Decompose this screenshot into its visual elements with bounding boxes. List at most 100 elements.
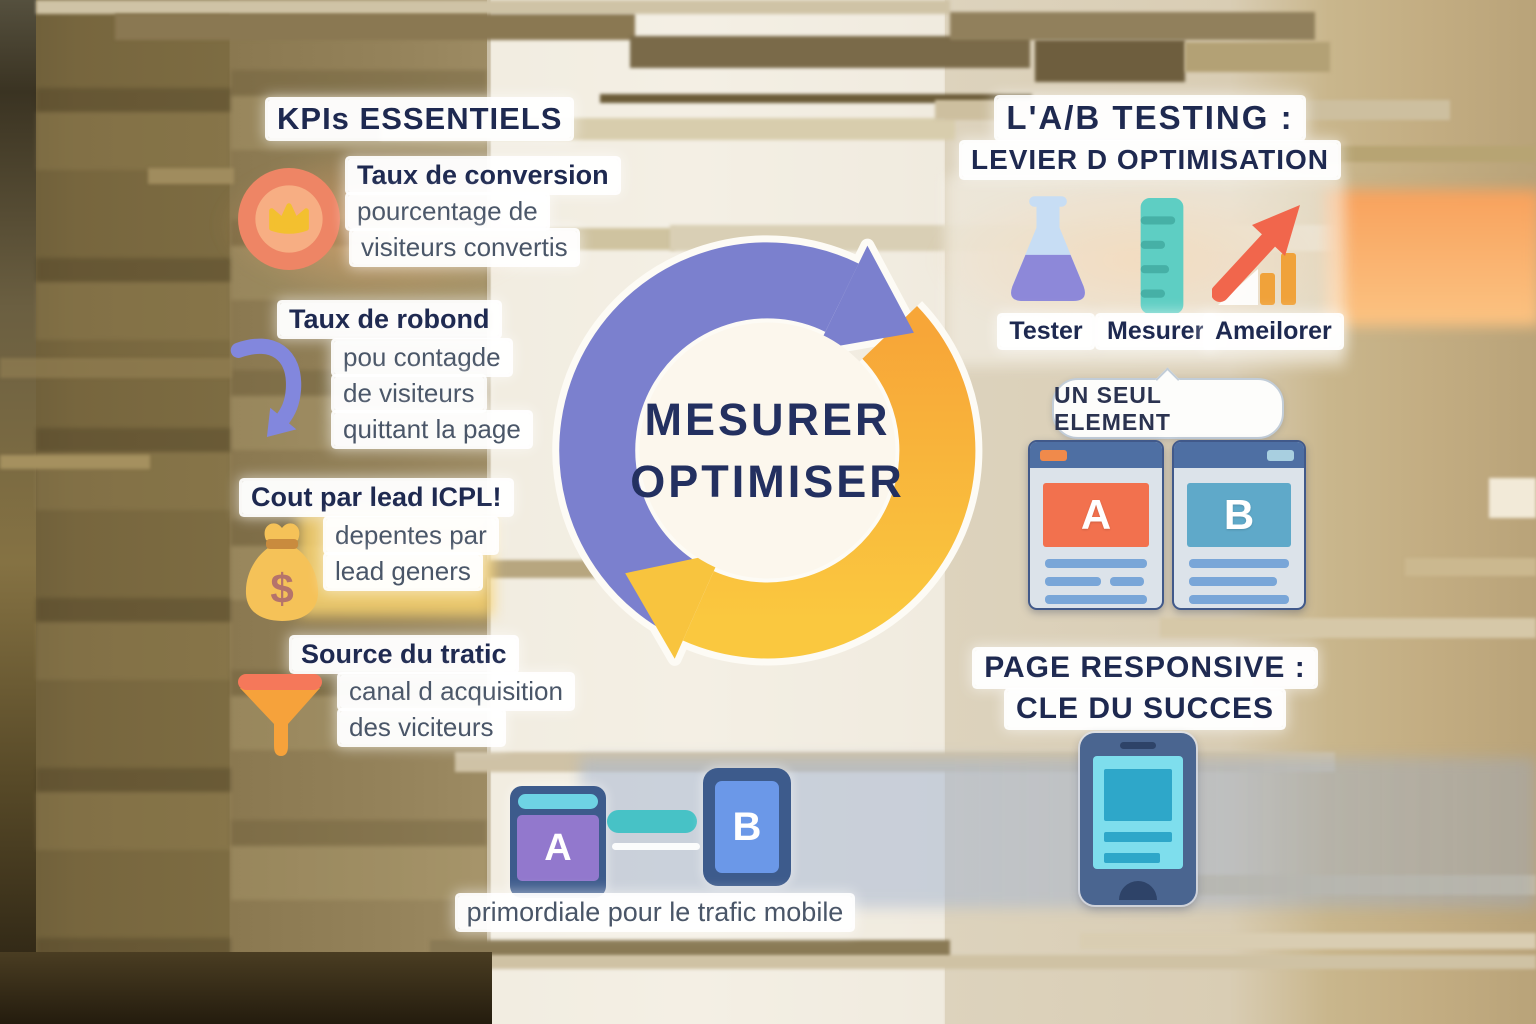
content-line-row	[1045, 577, 1147, 586]
responsive-heading-line2: CLE DU SUCCES	[955, 691, 1335, 727]
background-stripe	[1080, 933, 1536, 949]
variant-a-letter: A	[1080, 491, 1112, 538]
kpi-item-line: de visiteurs	[334, 377, 484, 410]
tablet-content-block	[1104, 769, 1172, 821]
content-line	[1045, 577, 1102, 586]
kpi-section-heading: KPIs ESSENTIELS	[268, 100, 572, 138]
ruler-icon	[1140, 198, 1184, 314]
browser-header	[1030, 442, 1162, 468]
kpi-item-line: canal d acquisition	[340, 675, 572, 708]
responsive-heading-line1: PAGE RESPONSIVE :	[955, 650, 1335, 686]
connector-pill	[607, 810, 697, 833]
variant-b-letter: B	[1223, 491, 1255, 538]
kpi-title-text: Taux de conversion	[348, 159, 618, 192]
cycle-arrows-graphic	[552, 235, 983, 666]
funnel-icon	[238, 674, 322, 756]
variant-a-window: A	[1028, 440, 1164, 610]
tablet-content-bar	[1104, 852, 1160, 863]
browser-tab	[1267, 450, 1294, 461]
background-stripe	[1489, 478, 1536, 518]
kpi-item-title: Taux de conversion	[348, 159, 618, 192]
background-stripe	[950, 12, 1315, 40]
cycle-word-mesurer: MESURER	[644, 393, 891, 445]
mobile-caption: primordiale pour le trafic mobile	[450, 896, 860, 929]
flask-icon	[1011, 196, 1085, 301]
kpi-line-text: lead geners	[326, 555, 480, 588]
kpi-line-text: quittant la page	[334, 413, 530, 446]
background-stripe	[148, 168, 234, 184]
kpi-item-title: Source du tratic	[292, 638, 516, 671]
mobile-variant-a-panel: A	[517, 815, 599, 881]
ab-heading-line1: L'A/B TESTING :	[955, 98, 1345, 138]
responsive-heading1-text: PAGE RESPONSIVE :	[975, 650, 1315, 686]
step-label-mesurer: Mesurer	[1098, 316, 1214, 347]
connector-line	[612, 843, 700, 850]
ab-heading2-text: LEVIER D OPTIMISATION	[961, 143, 1339, 177]
bounce-arrow-icon	[230, 338, 302, 437]
cycle-center-label: MESURER OPTIMISER	[545, 228, 990, 673]
kpi-item-line: quittant la page	[334, 413, 530, 446]
background-stripe	[280, 955, 1536, 969]
variant-a-hero: A	[1043, 483, 1149, 547]
kpi-item-title: Cout par lead ICPL!	[242, 481, 511, 514]
kpi-title-text: Source du tratic	[292, 638, 516, 671]
content-line	[1189, 577, 1278, 586]
variant-b-window: B	[1172, 440, 1306, 610]
background-stripe	[36, 0, 950, 14]
step-label-text: Tester	[1000, 316, 1092, 347]
background-stripe	[1035, 40, 1185, 82]
kpi-line-text: depentes par	[326, 519, 496, 552]
kpi-item-line: pourcentage de	[348, 195, 547, 228]
kpi-line-text: canal d acquisition	[340, 675, 572, 708]
target-icon	[238, 168, 340, 270]
background-stripe	[430, 940, 950, 958]
bubble-text: UN SEUL ELEMENT	[1054, 381, 1171, 435]
background-stripe	[630, 36, 1030, 68]
money-bag-icon: $	[245, 523, 319, 621]
kpi-item-line: visiteurs convertis	[352, 231, 577, 264]
mobile-caption-text: primordiale pour le trafic mobile	[457, 896, 853, 929]
step-label-ameilorer: Ameilorer	[1206, 316, 1341, 347]
kpi-heading-text: KPIs ESSENTIELS	[268, 100, 572, 138]
mobile-variant-b-tablet: B	[703, 768, 791, 886]
kpi-line-text: pourcentage de	[348, 195, 547, 228]
background-stripe	[1405, 558, 1536, 576]
browser-header	[1174, 442, 1304, 468]
background-stripe	[1160, 618, 1536, 638]
content-line	[1189, 559, 1289, 568]
mobile-variant-b-letter: B	[732, 804, 762, 849]
content-line	[1045, 595, 1147, 604]
background-orange-band	[1326, 190, 1536, 326]
tablet-screen	[1093, 756, 1183, 869]
kpi-item-title: Taux de robond	[280, 303, 499, 336]
tablet-speaker	[1120, 742, 1156, 749]
background-stripe	[600, 94, 1032, 103]
measure-optimize-cycle: MESURER OPTIMISER	[545, 228, 990, 673]
background-left-edge	[0, 0, 36, 1024]
tablet-home-button	[1119, 881, 1157, 900]
tablet-content-bar	[1104, 831, 1172, 842]
kpi-line-text: de visiteurs	[334, 377, 484, 410]
kpi-line-text: visiteurs convertis	[352, 231, 577, 264]
kpi-item-line: lead geners	[326, 555, 480, 588]
kpi-line-text: des viciteurs	[340, 711, 503, 744]
background-left-bands	[36, 0, 231, 1024]
step-label-tester: Tester	[1000, 316, 1092, 347]
growth-arrow-icon	[1212, 205, 1300, 305]
background-stripe	[0, 358, 232, 378]
content-line	[1189, 595, 1289, 604]
ab-heading1-text: L'A/B TESTING :	[997, 98, 1303, 138]
kpi-item-line: depentes par	[326, 519, 496, 552]
single-element-bubble: UN SEUL ELEMENT	[1052, 378, 1284, 439]
browser-tab	[1040, 450, 1067, 461]
background-stripe	[115, 14, 635, 40]
kpi-line-text: pou contagde	[334, 341, 510, 374]
step-label-text: Ameilorer	[1206, 316, 1341, 347]
background-stripe	[1185, 42, 1330, 72]
background-stripe	[0, 455, 150, 469]
background-bottom-dark	[0, 952, 492, 1024]
step-label-text: Mesurer	[1098, 316, 1214, 347]
mobile-variant-a-letter: A	[544, 826, 572, 869]
kpi-item-line: des viciteurs	[340, 711, 503, 744]
